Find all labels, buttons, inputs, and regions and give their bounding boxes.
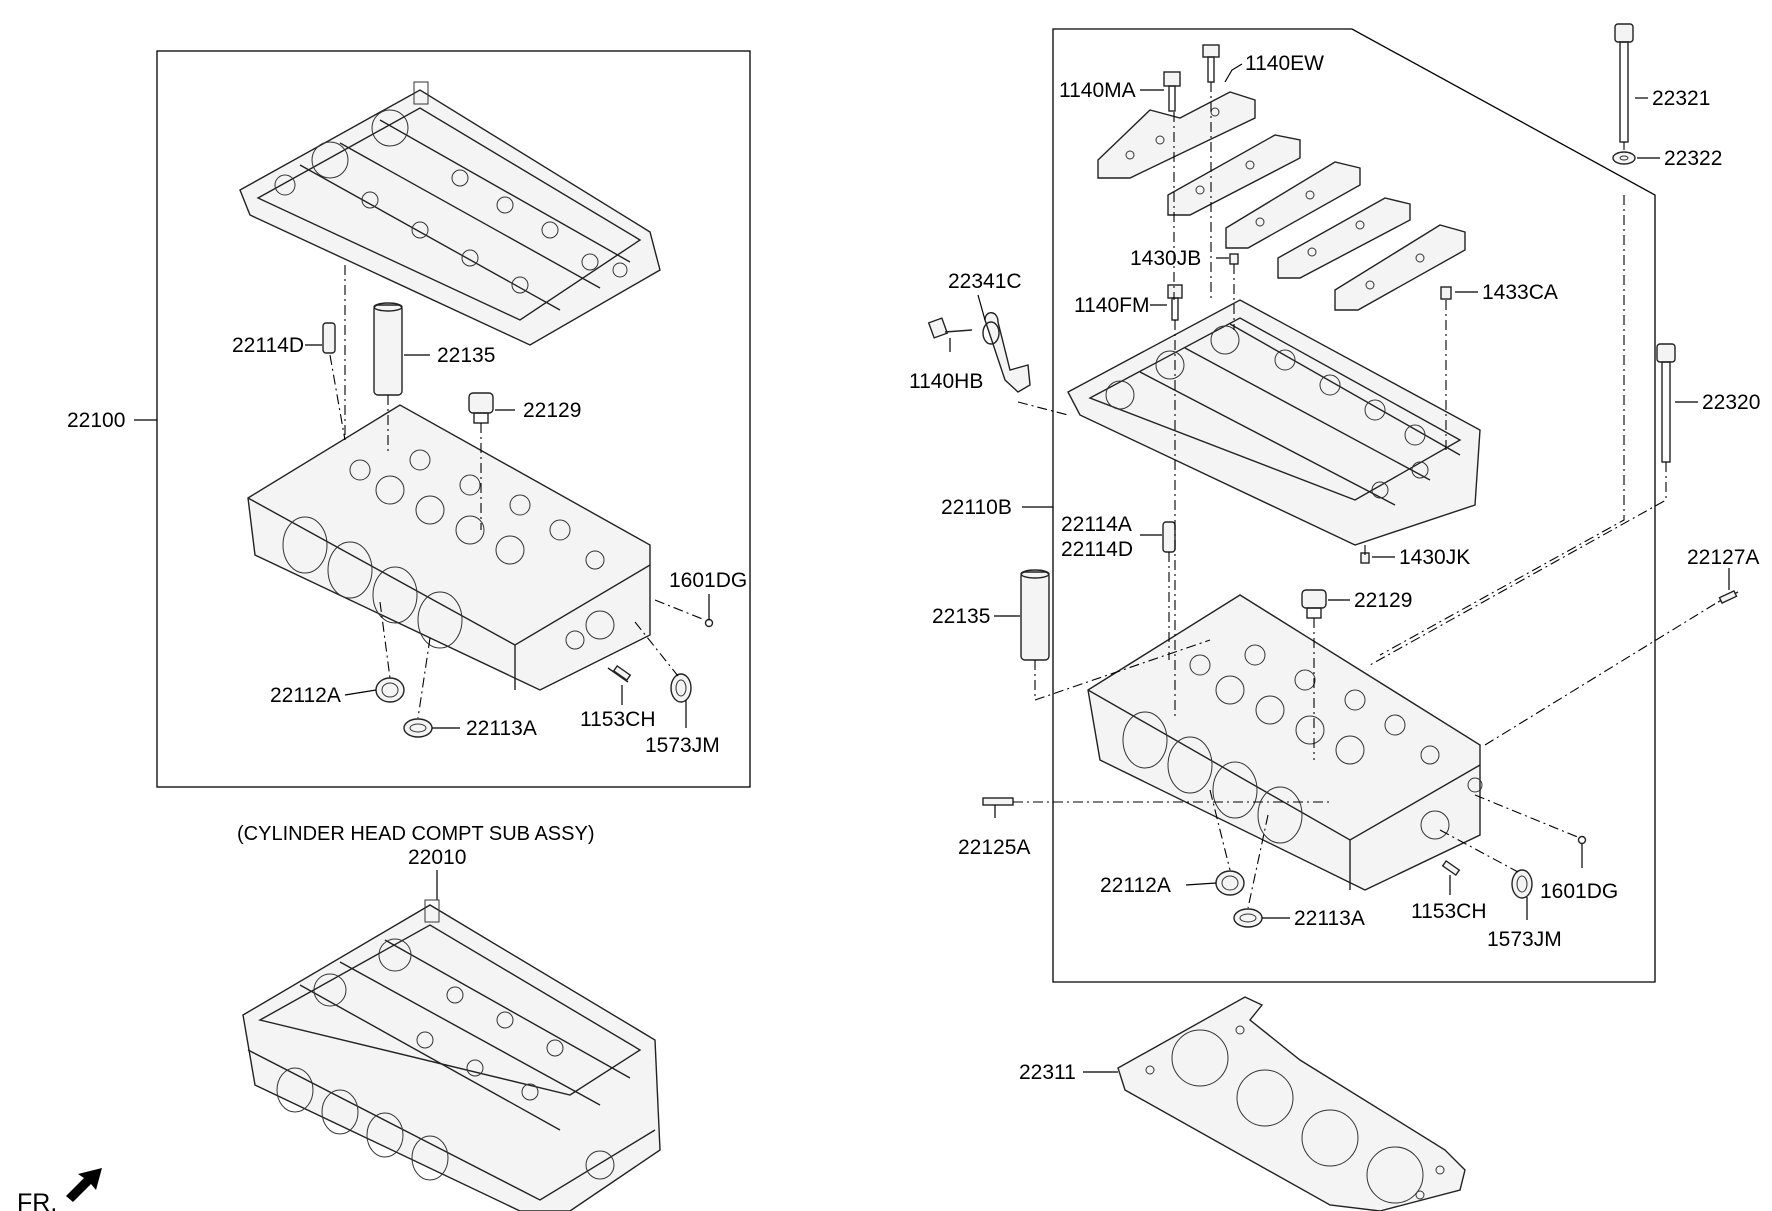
label-22100: 22100	[67, 409, 125, 432]
label-22129-right: 22129	[1354, 589, 1412, 612]
label-22311: 22311	[1019, 1061, 1076, 1084]
label-1153CH-right: 1153CH	[1411, 900, 1487, 923]
label-22010: 22010	[408, 846, 466, 869]
label-1573JM-right: 1573JM	[1487, 928, 1562, 951]
right-seal-22113A	[1233, 908, 1263, 928]
head-bolt-22321	[1614, 23, 1634, 143]
fr-label: FR.	[17, 1189, 57, 1211]
dowel-1433CA	[1440, 286, 1452, 300]
label-22135-left: 22135	[437, 344, 495, 367]
label-22113A-left: 22113A	[466, 717, 537, 740]
camshaft-ladder-22110B	[1067, 299, 1481, 546]
front-direction-arrow-icon	[66, 1168, 102, 1202]
label-1140HB: 1140HB	[909, 370, 983, 393]
label-1140MA: 1140MA	[1059, 79, 1136, 102]
bolt-1140EW	[1202, 44, 1220, 83]
label-1153CH-left: 1153CH	[580, 708, 656, 731]
label-1430JB: 1430JB	[1130, 247, 1201, 270]
right-seal-22112A	[1215, 870, 1245, 896]
label-22322: 22322	[1664, 147, 1722, 170]
left-plug-22129	[468, 392, 494, 424]
label-22113A-right: 22113A	[1294, 907, 1365, 930]
right-seal-1573JM	[1511, 869, 1533, 899]
label-1433CA: 1433CA	[1482, 281, 1558, 304]
label-1430JK: 1430JK	[1399, 546, 1470, 569]
right-dowel-22114A	[1162, 521, 1176, 553]
right-sleeve-22135	[1020, 569, 1050, 661]
washer-22322	[1612, 151, 1636, 165]
bearing-caps	[1097, 91, 1466, 311]
assembly-22100-frame	[156, 50, 751, 788]
stud-22125A	[982, 797, 1014, 806]
left-seal-22112A	[375, 677, 405, 703]
right-ball-1601DG	[1577, 835, 1587, 845]
left-ball-1601DG	[704, 618, 714, 628]
label-1601DG-right: 1601DG	[1540, 880, 1618, 903]
label-22114D-right: 22114D	[1061, 538, 1133, 561]
bolt-1140FM	[1167, 284, 1183, 321]
label-22112A-right: 22112A	[1100, 874, 1171, 897]
label-1140FM: 1140FM	[1074, 294, 1149, 317]
assembly-22110B-frame	[1052, 28, 1656, 983]
left-sleeve-22135	[373, 302, 403, 396]
bolt-1140MA	[1163, 71, 1181, 112]
label-22135-right: 22135	[932, 605, 990, 628]
label-1601DG-left: 1601DG	[669, 569, 747, 592]
label-22112A-left: 22112A	[270, 684, 341, 707]
label-22341C: 22341C	[948, 270, 1022, 293]
right-stud-1153CH	[1441, 859, 1461, 877]
dowel-1430JB	[1229, 253, 1239, 265]
sub-assy-title: (CYLINDER HEAD COMPT SUB ASSY)	[237, 823, 594, 845]
head-gasket-22311	[1117, 996, 1466, 1211]
label-22320: 22320	[1702, 391, 1760, 414]
left-stud-1153CH	[607, 664, 632, 683]
left-camshaft-carrier	[239, 81, 661, 346]
label-22321: 22321	[1652, 87, 1710, 110]
label-22125A: 22125A	[958, 836, 1030, 859]
label-22114A: 22114A	[1061, 513, 1132, 536]
bracket-22341C	[982, 312, 1031, 393]
left-seal-22113A	[403, 718, 433, 738]
head-bolt-22320	[1656, 343, 1676, 463]
sub-assy-cylinder-head	[242, 899, 661, 1211]
stud-22127A	[1717, 589, 1739, 605]
left-dowel-22114D	[322, 322, 336, 354]
bolt-1140HB	[927, 317, 973, 339]
label-22114D-left: 22114D	[232, 334, 304, 357]
right-cylinder-head	[1087, 594, 1483, 891]
label-22110B: 22110B	[941, 496, 1012, 519]
label-22127A: 22127A	[1687, 546, 1759, 569]
label-22129-left: 22129	[523, 399, 581, 422]
left-cylinder-head	[247, 404, 651, 691]
right-plug-22129	[1301, 589, 1327, 619]
left-seal-1573JM	[670, 673, 692, 703]
label-1140EW: 1140EW	[1245, 52, 1324, 75]
label-1573JM-left: 1573JM	[645, 734, 720, 757]
